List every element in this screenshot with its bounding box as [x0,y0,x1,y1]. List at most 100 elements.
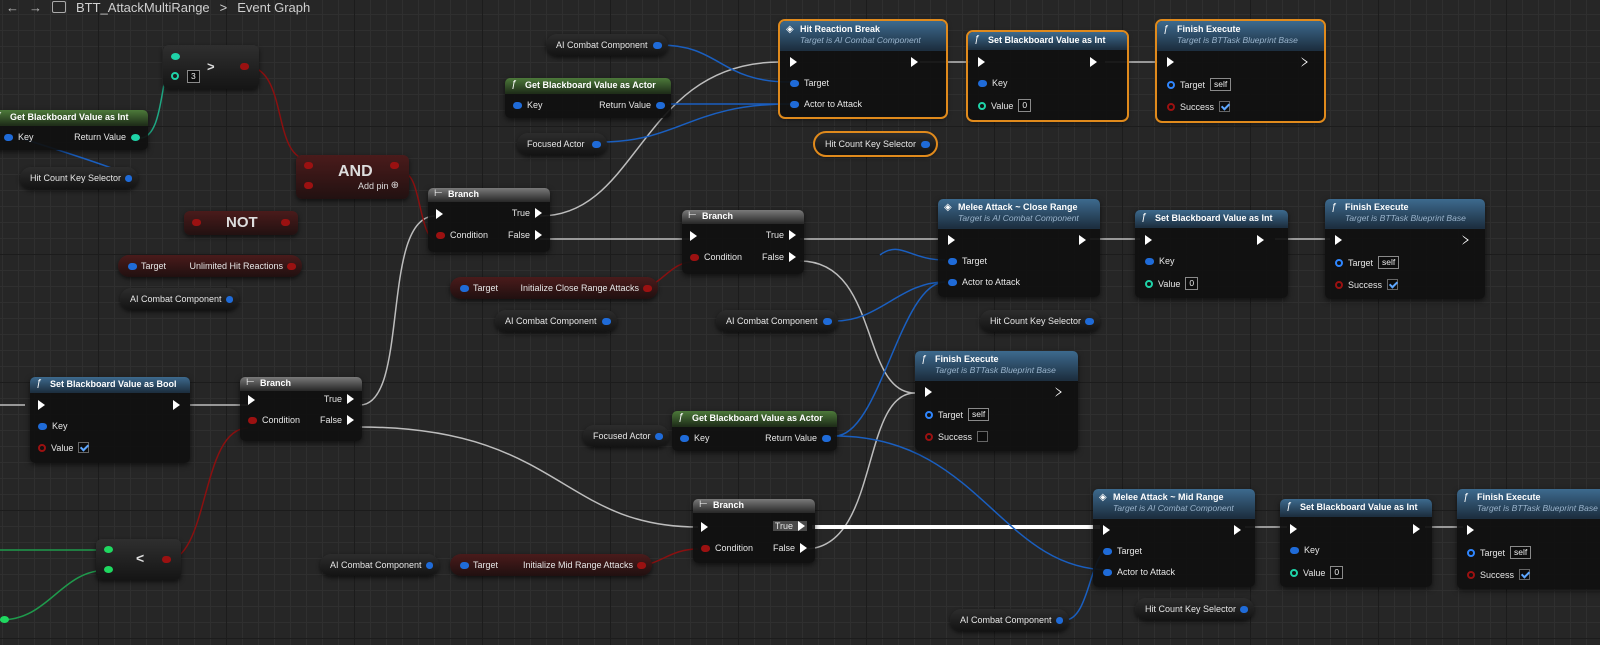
ai-combat-component-var[interactable]: AI Combat Component [546,34,668,56]
input-pin-a[interactable] [171,53,180,60]
var-pin[interactable] [1240,605,1248,613]
input-pin-a[interactable] [304,162,313,169]
exec-out-pin[interactable] [173,400,180,410]
var-pin[interactable] [1085,317,1094,325]
target-pin[interactable]: Target [790,78,829,88]
exec-in-pin[interactable] [978,57,985,67]
exec-out-pin[interactable] [911,57,918,67]
var-pin[interactable] [602,317,611,325]
less-than-node[interactable]: < [96,539,181,580]
success-pin[interactable]: Success [925,431,989,442]
exec-out-pin[interactable] [1234,525,1241,535]
branch-node[interactable]: ⊢Branch True Condition False [428,188,550,252]
var-pin[interactable] [1055,616,1063,624]
output-pin[interactable] [240,63,249,70]
focused-actor-var[interactable]: Focused Actor [583,425,669,447]
exec-in-pin[interactable] [925,387,932,397]
var-pin[interactable] [653,41,662,49]
var-pin[interactable] [823,317,832,325]
value-field[interactable]: 0 [1330,566,1344,579]
ai-combat-component-var[interactable]: AI Combat Component [495,310,617,332]
ai-combat-component-var[interactable]: AI Combat Component [320,554,439,576]
exec-out-pin[interactable] [1079,235,1086,245]
var-pin[interactable] [921,140,930,148]
var-pin[interactable] [125,174,132,182]
condition-pin[interactable]: Condition [436,230,488,240]
output-pin[interactable] [643,284,652,292]
key-pin[interactable]: Key [978,78,1008,88]
condition-pin[interactable]: Condition [248,415,300,425]
exec-out-pin[interactable] [1090,57,1097,67]
false-pin[interactable]: False [762,252,796,262]
actor-to-attack-pin[interactable]: Actor to Attack [948,277,1020,287]
branch-node[interactable]: ⊢Branch True Condition False [693,499,815,563]
hit-count-key-selector-var[interactable]: Hit Count Key Selector [813,131,938,157]
key-pin[interactable]: Key [1145,256,1175,266]
exec-in-pin[interactable] [701,522,708,532]
input-pin-b[interactable] [304,182,313,189]
value-field[interactable]: 0 [1185,277,1199,290]
target-field[interactable]: self [1378,256,1400,269]
output-pin[interactable] [390,162,399,169]
exec-in-pin[interactable] [1103,525,1110,535]
false-pin[interactable]: False [508,230,542,240]
true-pin[interactable]: True [512,208,542,218]
key-pin[interactable]: Key [38,421,68,431]
value-field[interactable]: 0 [1018,99,1032,112]
output-pin[interactable] [637,561,646,569]
target-pin[interactable] [460,561,469,569]
target-pin[interactable]: Target [948,256,987,266]
compare-value-field[interactable]: 3 [187,70,200,83]
exec-in-pin[interactable] [690,231,697,241]
and-node[interactable]: AND Add pin ⊕ [296,155,409,199]
return-value-pin[interactable]: Return Value [765,433,831,443]
actor-to-attack-pin[interactable]: Actor to Attack [1103,567,1175,577]
exec-in-pin[interactable] [1467,525,1474,535]
value-checkbox[interactable] [78,442,90,453]
output-pin[interactable] [281,219,290,226]
output-pin[interactable] [287,262,296,270]
success-checkbox[interactable] [1387,279,1399,290]
key-pin[interactable]: Key [1290,545,1320,555]
exec-in-pin[interactable] [1167,57,1174,67]
exec-in-pin[interactable] [1290,524,1297,534]
exec-in-pin[interactable] [1335,235,1342,245]
add-pin-icon[interactable]: ⊕ [390,180,399,191]
exec-out-pin[interactable] [1257,235,1264,245]
exec-in-pin[interactable] [248,395,255,405]
output-pin[interactable] [162,556,171,563]
offscreen-pin[interactable] [0,616,9,623]
focused-actor-var[interactable]: Focused Actor [517,133,607,155]
true-pin[interactable]: True [766,230,796,240]
target-pin[interactable] [460,284,469,292]
var-pin[interactable] [654,432,663,440]
exec-out-pin[interactable] [1301,57,1308,67]
hit-count-key-selector-var[interactable]: Hit Count Key Selector [1135,598,1254,620]
condition-pin[interactable]: Condition [701,543,753,553]
false-pin[interactable]: False [320,415,354,425]
exec-out-pin[interactable] [1462,235,1469,245]
greater-than-node[interactable]: 3 > [163,45,259,89]
true-pin[interactable]: True [772,521,807,531]
back-arrow-icon[interactable]: ← [6,0,19,15]
forward-arrow-icon[interactable]: → [29,0,42,15]
target-field[interactable]: self [1510,546,1532,559]
ai-combat-component-var[interactable]: AI Combat Component [950,609,1069,631]
branch-node[interactable]: ⊢Branch True Condition False [240,377,362,441]
value-pin[interactable]: Value [38,442,90,453]
